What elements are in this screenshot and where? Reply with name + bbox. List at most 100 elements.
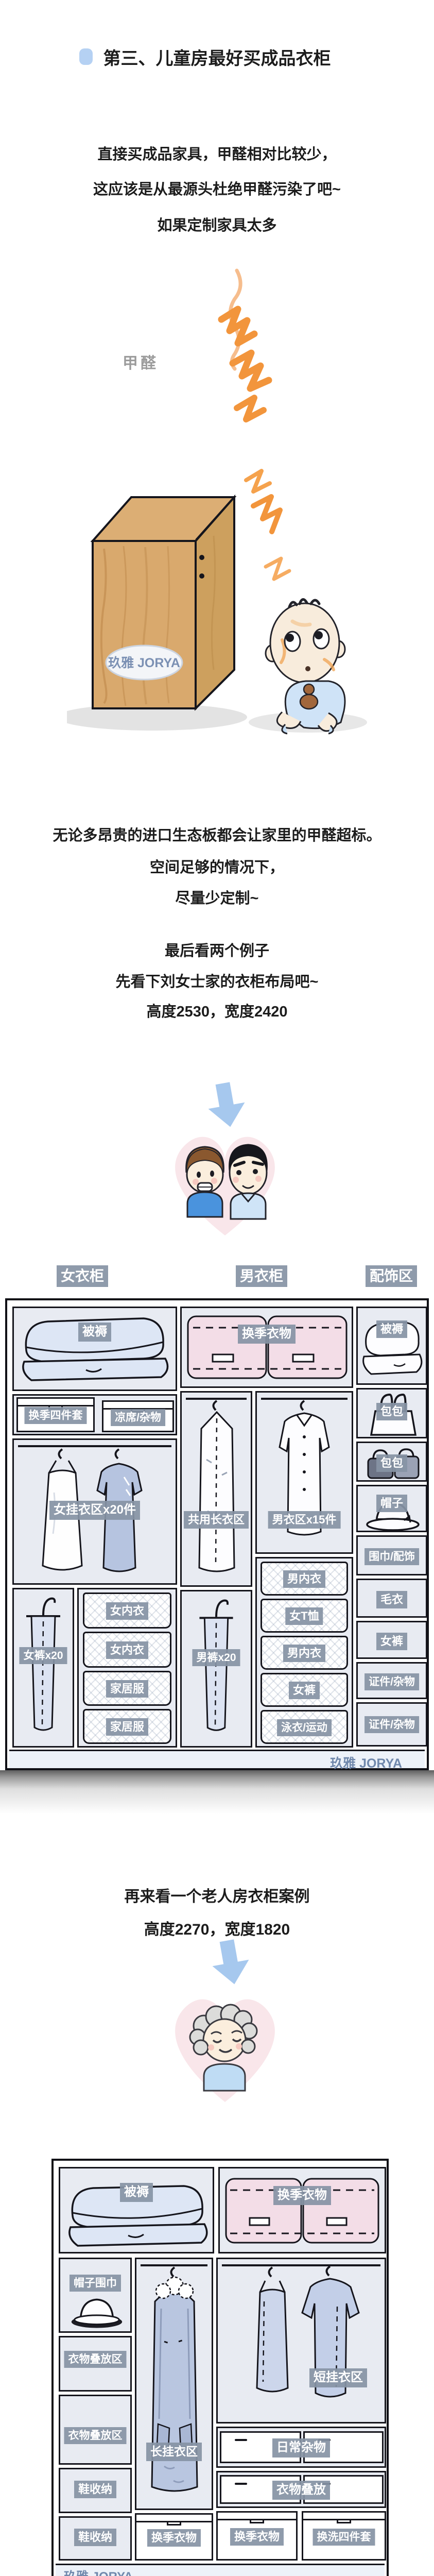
w1-acc-docs2-cell: 证件/杂物 bbox=[356, 1702, 427, 1747]
formaldehyde-label: 甲醛 bbox=[123, 355, 159, 372]
w1-acc-scarf-cell: 围巾/配饰 bbox=[356, 1535, 427, 1575]
hanging-rod bbox=[141, 2264, 207, 2266]
w2-daily-drawer-row: 日常杂物 bbox=[216, 2427, 386, 2468]
w1-men-drawers-cell: 男内衣 女T恤 男内衣 女裤 泳衣/运动 bbox=[255, 1557, 353, 1748]
w2-box-washset: 换洗四件套 bbox=[302, 2511, 386, 2561]
zone-label: 男裤x20 bbox=[192, 1649, 240, 1667]
heart-couple-illustration bbox=[175, 1137, 275, 1235]
w1-acc-bedding-cell: 被褥 bbox=[356, 1307, 427, 1385]
wardrobe1-header-women: 女衣柜 bbox=[57, 1265, 109, 1287]
drawer-bin: 家居服 bbox=[83, 1709, 171, 1744]
w2-shoes-cell-1: 鞋收纳 bbox=[59, 2468, 132, 2513]
hanging-rod bbox=[186, 1398, 247, 1400]
w1-men-top-cell: 换季衣物 bbox=[180, 1307, 353, 1388]
watermark: 玖雅 JORYA bbox=[64, 2566, 133, 2576]
wardrobe1-header-accessory: 配饰区 bbox=[366, 1265, 418, 1287]
drawer-bin: 男内衣 bbox=[261, 1636, 348, 1670]
w1-men-hanging-cell: 男衣区x15件 bbox=[255, 1391, 353, 1554]
down-arrow-icon bbox=[208, 1082, 245, 1127]
w1-acc-bag2-cell: 包包 bbox=[356, 1442, 427, 1482]
w2-fold-cell-1: 衣物叠放区 bbox=[59, 2336, 132, 2392]
zone-label: 家居服 bbox=[106, 1718, 149, 1736]
short-garments-icon bbox=[256, 2265, 360, 2398]
fur-coat-icon bbox=[151, 2266, 198, 2492]
w1-men-pants-cell: 男裤x20 bbox=[180, 1590, 252, 1748]
w2-long-hang-cell: 长挂衣区 bbox=[135, 2258, 213, 2510]
zone-label: 女裤 bbox=[288, 1682, 320, 1700]
zone-label: 被褥 bbox=[120, 2183, 153, 2202]
long-garment-icon bbox=[198, 1400, 235, 1572]
drawer-bin: 女内衣 bbox=[83, 1592, 171, 1629]
w2-seasonal-top-cell: 换季衣物 bbox=[218, 2167, 386, 2253]
zone-label: 帽子围巾 bbox=[70, 2275, 121, 2292]
w1-box-seasonal-set: 换季四件套 bbox=[16, 1397, 95, 1432]
w2-box-seasonal: 换季衣物 bbox=[216, 2511, 298, 2561]
pink-clothes-icon bbox=[187, 1315, 348, 1379]
w2-hat-scarf-cell: 帽子围巾 bbox=[59, 2258, 132, 2333]
drawer-bin: 女裤 bbox=[261, 1673, 348, 1707]
zone-label: 换洗四件套 bbox=[313, 2529, 375, 2546]
zone-label: 衣物叠放区 bbox=[64, 2351, 127, 2368]
w1-acc-pants-cell: 女裤 bbox=[356, 1621, 427, 1659]
wardrobe1-diagram: 被褥 换季四件套 凉席/杂物 女挂衣区x20件 bbox=[5, 1298, 429, 1771]
w1-women-bedding-cell: 被褥 bbox=[12, 1307, 177, 1391]
pink-clothes-icon bbox=[225, 2178, 379, 2244]
second-intro-line-2: 高度2270，宽度1820 bbox=[144, 1921, 290, 1938]
zone-label: 换季衣物 bbox=[147, 2529, 201, 2547]
drawer-bin: 女T恤 bbox=[261, 1599, 348, 1633]
zone-label: 鞋收纳 bbox=[74, 2529, 117, 2547]
drawer-bin: 女内衣 bbox=[83, 1632, 171, 1668]
w1-women-pants-cell: 女裤x20 bbox=[12, 1588, 74, 1748]
zone-label: 女挂衣区x20件 bbox=[49, 1501, 141, 1520]
intro-line-3: 如果定制家具太多 bbox=[157, 217, 277, 234]
second-intro-line-1: 再来看一个老人房衣柜案例 bbox=[124, 1888, 310, 1905]
zone-label: 女裤 bbox=[376, 1633, 408, 1651]
zone-label: 被褥 bbox=[376, 1320, 408, 1338]
page-title: 第三、儿童房最好买成品衣柜 bbox=[103, 49, 331, 69]
zone-label: 家居服 bbox=[106, 1680, 149, 1698]
middle-line-4: 最后看两个例子 bbox=[164, 943, 269, 959]
shirt-icon bbox=[279, 1400, 330, 1536]
zone-label: 包包 bbox=[376, 1403, 408, 1421]
zone-label: 证件/杂物 bbox=[364, 1716, 419, 1734]
w1-women-drawers-cell: 女内衣 女内衣 家居服 家居服 bbox=[77, 1588, 177, 1748]
zone-label: 换季四件套 bbox=[24, 1407, 87, 1425]
w1-women-hanging-cell: 女挂衣区x20件 bbox=[12, 1438, 177, 1585]
w2-plinth: 玖雅 JORYA bbox=[56, 2564, 385, 2576]
w2-fold-drawer-row: 衣物叠放 bbox=[216, 2471, 386, 2508]
watermark: 玖雅 JORYA bbox=[330, 1756, 402, 1771]
w1-acc-sweater-cell: 毛衣 bbox=[356, 1579, 427, 1618]
drawer-bin: 泳衣/运动 bbox=[261, 1710, 348, 1744]
intro-line-2: 这应该是从最源头杜绝甲醛污染了吧~ bbox=[93, 181, 341, 198]
wardrobe1-shadow bbox=[0, 1770, 434, 1819]
middle-line-3: 尽量少定制~ bbox=[175, 890, 259, 907]
intro-line-1: 直接买成品家具，甲醛相对比较少， bbox=[97, 146, 337, 163]
zone-label: 泳衣/运动 bbox=[277, 1719, 332, 1737]
wood-cabinet-illustration: 玖雅 JORYA bbox=[67, 268, 367, 735]
zone-label: 长挂衣区 bbox=[146, 2443, 202, 2461]
zone-label: 日常杂物 bbox=[272, 2438, 330, 2458]
zone-label: 女T恤 bbox=[285, 1607, 323, 1625]
zone-label: 帽子 bbox=[376, 1495, 408, 1513]
zone-label: 男内衣 bbox=[283, 1570, 326, 1588]
wardrobe1-header-men: 男衣柜 bbox=[236, 1265, 288, 1287]
zone-label: 毛衣 bbox=[376, 1591, 408, 1609]
middle-line-1: 无论多昂贵的进口生态板都会让家里的甲醛超标。 bbox=[53, 827, 381, 844]
w2-bedding-cell: 被褥 bbox=[59, 2167, 214, 2253]
zone-label: 女内衣 bbox=[106, 1641, 149, 1659]
zone-label: 换季衣物 bbox=[230, 2528, 284, 2546]
hat-icon bbox=[71, 2298, 123, 2328]
middle-line-5: 先看下刘女士家的衣柜布局吧~ bbox=[115, 974, 319, 990]
zone-label: 围巾/配饰 bbox=[364, 1548, 419, 1566]
hanging-rod bbox=[261, 1398, 348, 1400]
zone-label: 共用长衣区 bbox=[183, 1511, 249, 1529]
w1-shared-long-cell: 共用长衣区 bbox=[180, 1391, 252, 1587]
zone-label: 男内衣 bbox=[283, 1645, 326, 1663]
quilt-blue-icon bbox=[22, 1317, 169, 1381]
down-arrow-icon bbox=[212, 1939, 249, 1985]
zone-label: 女内衣 bbox=[106, 1602, 149, 1620]
pants-hang-icon bbox=[199, 1599, 233, 1731]
middle-line-6: 高度2530，宽度2420 bbox=[146, 1004, 288, 1020]
w2-long-box: 换季衣物 bbox=[135, 2513, 213, 2561]
